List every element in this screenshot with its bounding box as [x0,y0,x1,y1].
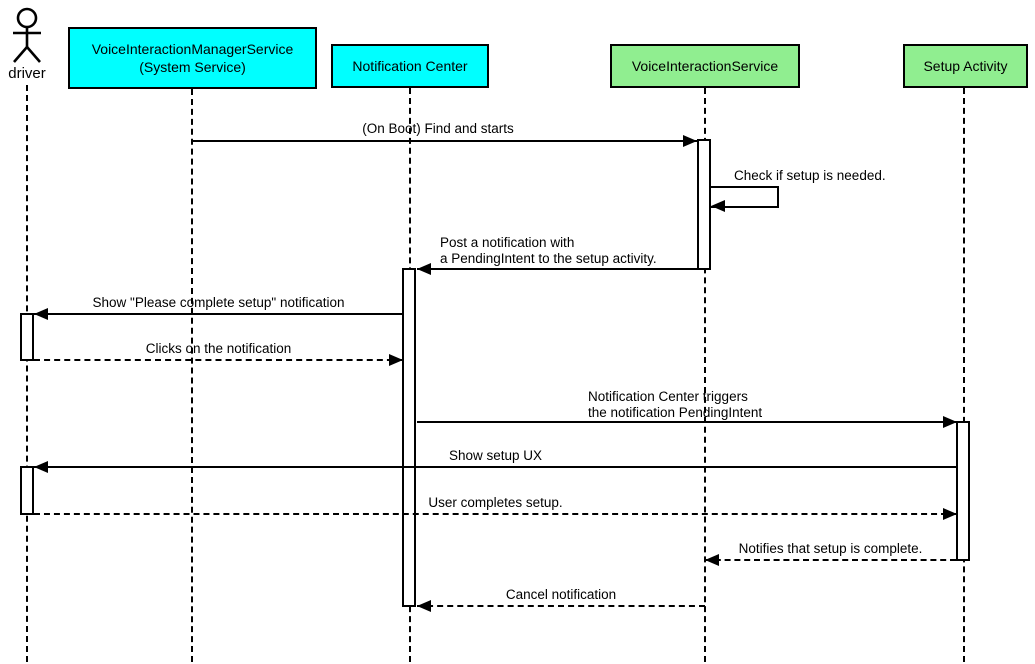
arrowhead [34,308,48,320]
participant-voice-interaction-manager-service: VoiceInteractionManagerService (System S… [68,27,317,89]
stick-figure-icon [13,7,41,63]
message-line-cancel-notification [417,605,705,607]
message-line-show-notification [34,313,403,315]
message-line-clicks-notification [34,359,403,361]
participant-voice-interaction-service: VoiceInteractionService [610,44,800,88]
participant-sublabel: (System Service) [139,59,246,75]
message-label-line: Notification Center triggers [588,389,748,404]
arrowhead [417,263,431,275]
arrowhead [705,554,719,566]
lifeline-voice-interaction-service [704,88,706,662]
message-line-post-notification [417,268,697,270]
activation-driver-2 [20,466,34,515]
message-line-user-completes-setup [34,513,957,515]
arrowhead [711,200,725,212]
actor-driver: driver [0,6,54,82]
message-label-line: Post a notification with [440,235,575,250]
message-label-check-setup: Check if setup is needed. [734,168,886,183]
arrowhead [683,135,697,147]
participant-setup-activity: Setup Activity [903,44,1028,88]
activation-driver-1 [20,313,34,361]
activation-setup-activity [956,421,970,561]
arrowhead [943,416,957,428]
message-line-triggers-pendingintent [417,421,957,423]
lifeline-voice-interaction-manager-service [191,89,193,662]
lifeline-setup-activity [963,88,965,662]
message-label-cancel-notification: Cancel notification [505,587,617,602]
message-label-user-completes-setup: User completes setup. [428,495,563,510]
message-line-notifies-complete [705,559,956,561]
participant-notification-center: Notification Center [331,44,489,88]
message-label-on-boot: (On Boot) Find and starts [362,121,514,136]
message-label-show-notification: Show "Please complete setup" notificatio… [92,295,345,310]
message-label-line: the notification PendingIntent [588,405,763,420]
arrowhead [389,354,403,366]
participant-label: VoiceInteractionManagerService [91,40,294,57]
activation-voice-interaction-service [697,139,711,270]
arrowhead [943,508,957,520]
actor-driver-label: driver [8,65,46,82]
participant-label: Notification Center [352,57,468,74]
message-label-show-setup-ux: Show setup UX [448,448,543,463]
lifeline-driver [26,85,28,662]
arrowhead [34,461,48,473]
message-label-notifies-complete: Notifies that setup is complete. [738,541,923,556]
message-label-triggers-pendingintent: Notification Center triggers the notific… [588,389,762,421]
message-label-clicks-notification: Clicks on the notification [145,341,292,356]
self-message-loop [711,186,779,208]
message-line-on-boot [193,140,697,142]
arrowhead [417,600,431,612]
activation-notification-center [402,268,416,607]
participant-label: VoiceInteractionService [631,57,779,74]
message-label-line: a PendingIntent to the setup activity. [440,251,657,266]
message-line-show-setup-ux [34,466,957,468]
participant-label: Setup Activity [923,57,1008,74]
message-label-post-notification: Post a notification with a PendingIntent… [440,235,657,267]
